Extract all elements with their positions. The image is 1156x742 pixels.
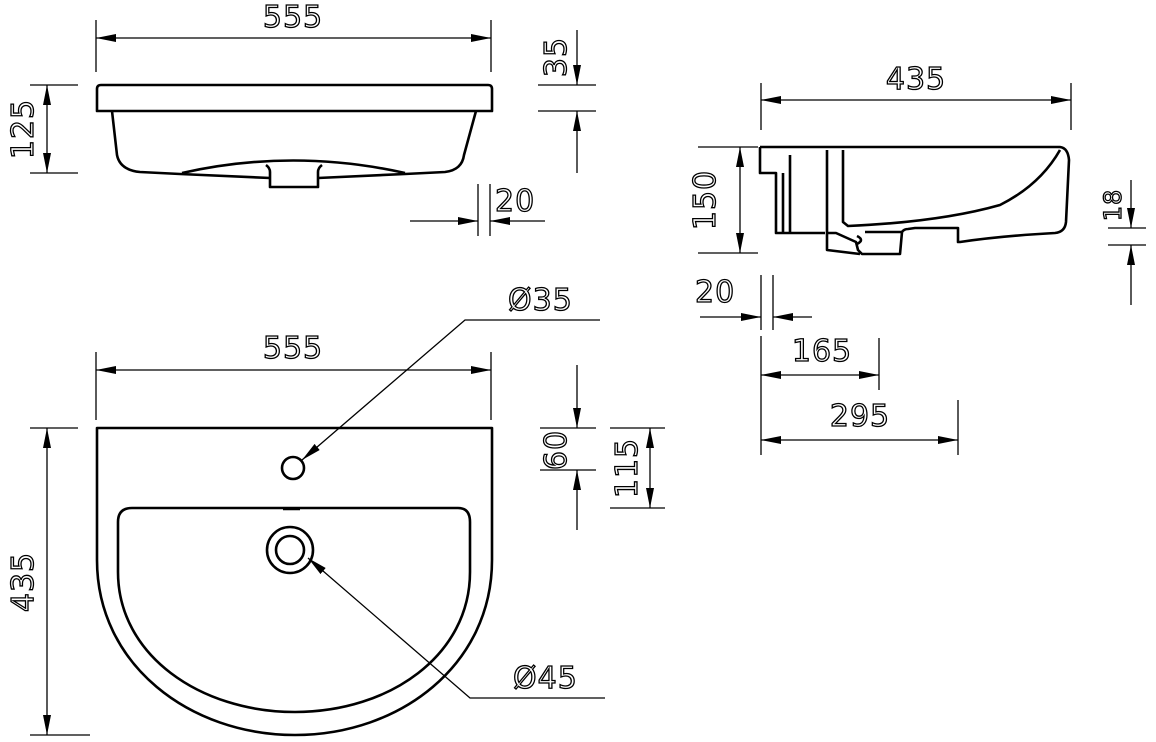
dim-label-tap-dia: Ø35 [508, 283, 573, 318]
dim-label-side-offset: 18 [1099, 189, 1127, 222]
dim-label-side-back: 20 [695, 275, 735, 310]
dim-label-side-depth: 435 [886, 62, 946, 97]
basin-bottom-curve [181, 159, 406, 175]
dimension-overall: 295 [761, 398, 959, 455]
dim-label-drain-dia: Ø45 [513, 661, 578, 696]
dimension-drain-pos: 165 [760, 333, 880, 455]
basin-rim [95, 83, 494, 113]
dim-label-side-height: 150 [688, 170, 723, 230]
dim-label-width: 555 [263, 0, 323, 35]
drain-outer [265, 525, 315, 575]
tap-hole [280, 455, 306, 481]
dim-label-height: 125 [6, 99, 41, 159]
dim-label-rim: 35 [539, 37, 574, 77]
drain-inner [274, 534, 306, 566]
dimension-bowl-offset: 115 [609, 427, 665, 509]
dimension-tap-offset: 60 [538, 365, 596, 530]
side-overflow-detail [856, 234, 863, 246]
dimension-side-height: 150 [687, 146, 758, 254]
dim-label-drain-pos: 165 [792, 334, 852, 369]
dimension-plan-width: 555 [95, 330, 492, 420]
drain-stub [265, 163, 323, 189]
leader-drain: Ø45 [307, 557, 605, 699]
dimension-side-back: 20 [694, 274, 812, 330]
leader-tap-hole: Ø35 [301, 282, 600, 461]
dim-label-wall: 20 [495, 184, 535, 219]
plan-view: 555 435 60 115 Ø35 Ø45 [5, 282, 665, 737]
basin-outline [95, 426, 494, 737]
dimension-height: 125 [5, 84, 78, 174]
dim-label-tap-offset: 60 [539, 430, 574, 470]
dimension-width: 555 [95, 0, 492, 72]
dimension-wall: 20 [410, 183, 545, 236]
dimension-plan-depth: 435 [5, 427, 90, 736]
basin-body [110, 110, 478, 180]
dim-label-plan-depth: 435 [6, 552, 41, 612]
dimension-rim: 35 [538, 30, 596, 173]
dimension-side-offset: 18 [1098, 180, 1146, 305]
side-section [758, 145, 1071, 256]
dimension-side-depth: 435 [760, 61, 1072, 130]
dim-label-bowl-offset: 115 [610, 438, 645, 498]
front-view: 555 125 35 20 [5, 0, 596, 236]
dim-label-overall: 295 [830, 399, 890, 434]
side-view: 435 150 18 20 165 295 [687, 61, 1146, 455]
dim-label-plan-width: 555 [263, 331, 323, 366]
bowl-outline [116, 506, 472, 714]
